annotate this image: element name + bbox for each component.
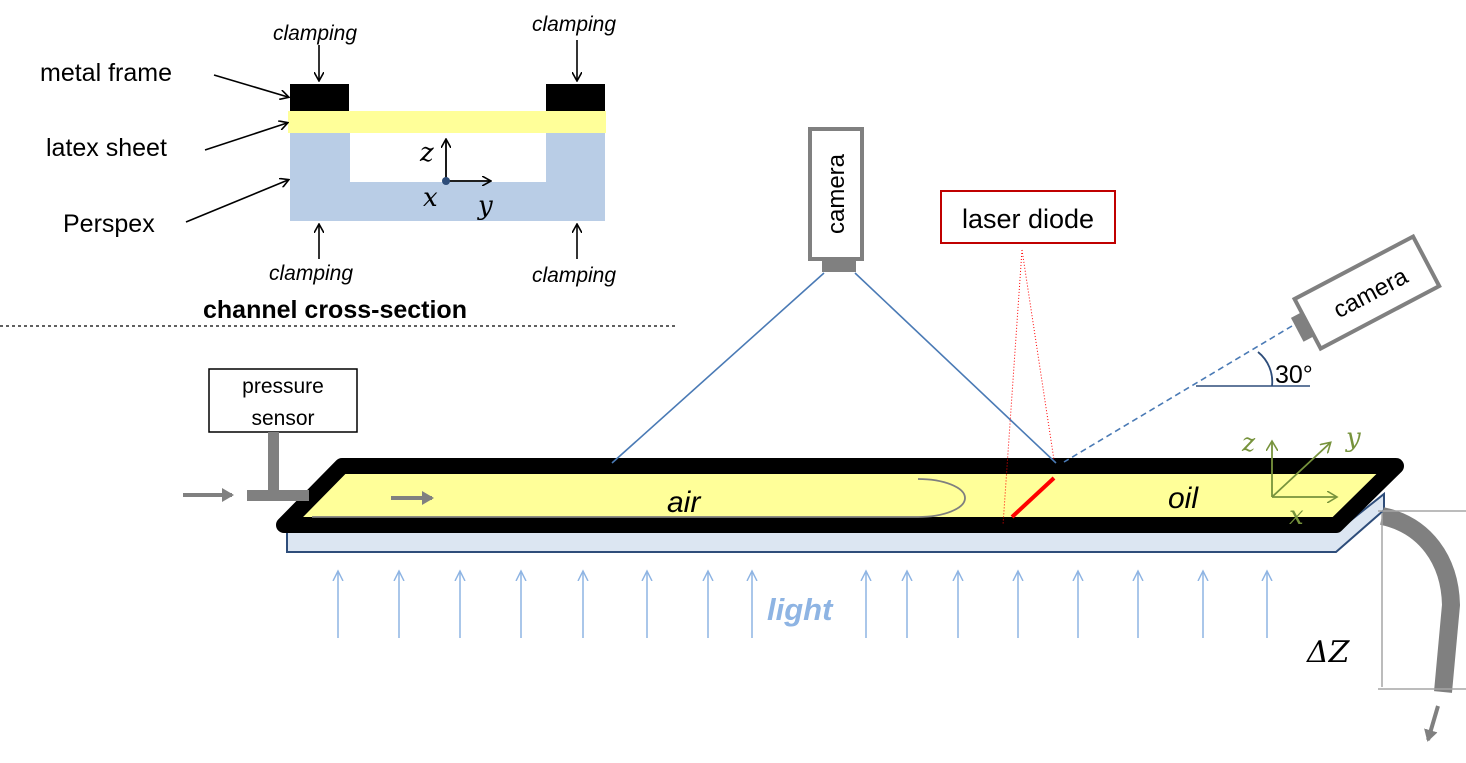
angle-label: 30° <box>1275 361 1313 389</box>
air-finger-outline <box>312 478 966 518</box>
inlet-tube <box>247 490 309 501</box>
setup-y-label: y <box>1345 423 1361 453</box>
clamping-label-top-left: clamping <box>273 22 357 45</box>
laser-diode-box <box>940 190 1116 244</box>
perspex-block <box>290 133 605 221</box>
cross-section: z x y metal frame latex sheet Perspex cl… <box>40 13 616 324</box>
top-camera-body <box>808 127 864 261</box>
oil-label: oil <box>1168 482 1199 515</box>
outlet-tube <box>1379 507 1461 693</box>
outlet-flow-arrow <box>1424 705 1440 742</box>
angle-arc <box>1257 351 1274 387</box>
top-camera-ray-right <box>854 272 1057 464</box>
laser-sheet <box>1002 249 1056 526</box>
clamping-label-top-right: clamping <box>532 13 616 36</box>
cs-x-label: x <box>423 183 438 213</box>
light-arrows <box>338 572 1267 638</box>
metal-frame-right <box>546 84 605 111</box>
pressure-sensor-stem <box>268 432 279 494</box>
cs-origin-dot <box>442 177 450 185</box>
pressure-sensor-box <box>208 368 358 433</box>
setup: light air oil laser diode camera camera <box>183 127 1466 742</box>
cs-y-label: y <box>477 191 493 221</box>
top-camera-ray-left <box>611 272 825 464</box>
laser-diode-label: laser diode <box>962 204 1094 234</box>
cs-z-label: z <box>419 138 434 168</box>
metal-frame-left <box>290 84 349 111</box>
top-camera-label: camera <box>823 153 850 234</box>
clamping-label-bottom-left: clamping <box>269 262 353 285</box>
setup-axes: z y x <box>1241 423 1361 531</box>
air-label: air <box>667 486 701 519</box>
perspex-pointer <box>185 180 288 223</box>
channel-frame <box>276 458 1404 533</box>
setup-x-label: x <box>1289 501 1304 531</box>
latex-sheet-label: latex sheet <box>46 134 167 162</box>
laser-line <box>1010 476 1056 519</box>
metal-frame-pointer <box>213 74 288 97</box>
latex-sheet-pointer <box>204 123 287 151</box>
side-camera-ray <box>1063 325 1293 463</box>
latex-sheet-strip <box>288 111 606 133</box>
delta-z-label: ΔZ <box>1306 635 1351 670</box>
top-camera-lens <box>822 259 856 272</box>
pressure-sensor-label-line1: pressure <box>242 375 324 398</box>
light-label: light <box>767 592 834 627</box>
clamping-label-bottom-right: clamping <box>532 264 616 287</box>
metal-frame-label: metal frame <box>40 59 172 87</box>
side-camera: camera <box>1290 233 1442 352</box>
cross-section-title: channel cross-section <box>203 296 467 324</box>
perspex-label: Perspex <box>63 210 155 238</box>
pressure-sensor-label-line2: sensor <box>251 407 314 430</box>
setup-z-label: z <box>1241 428 1256 457</box>
side-camera-lens <box>1290 312 1315 342</box>
